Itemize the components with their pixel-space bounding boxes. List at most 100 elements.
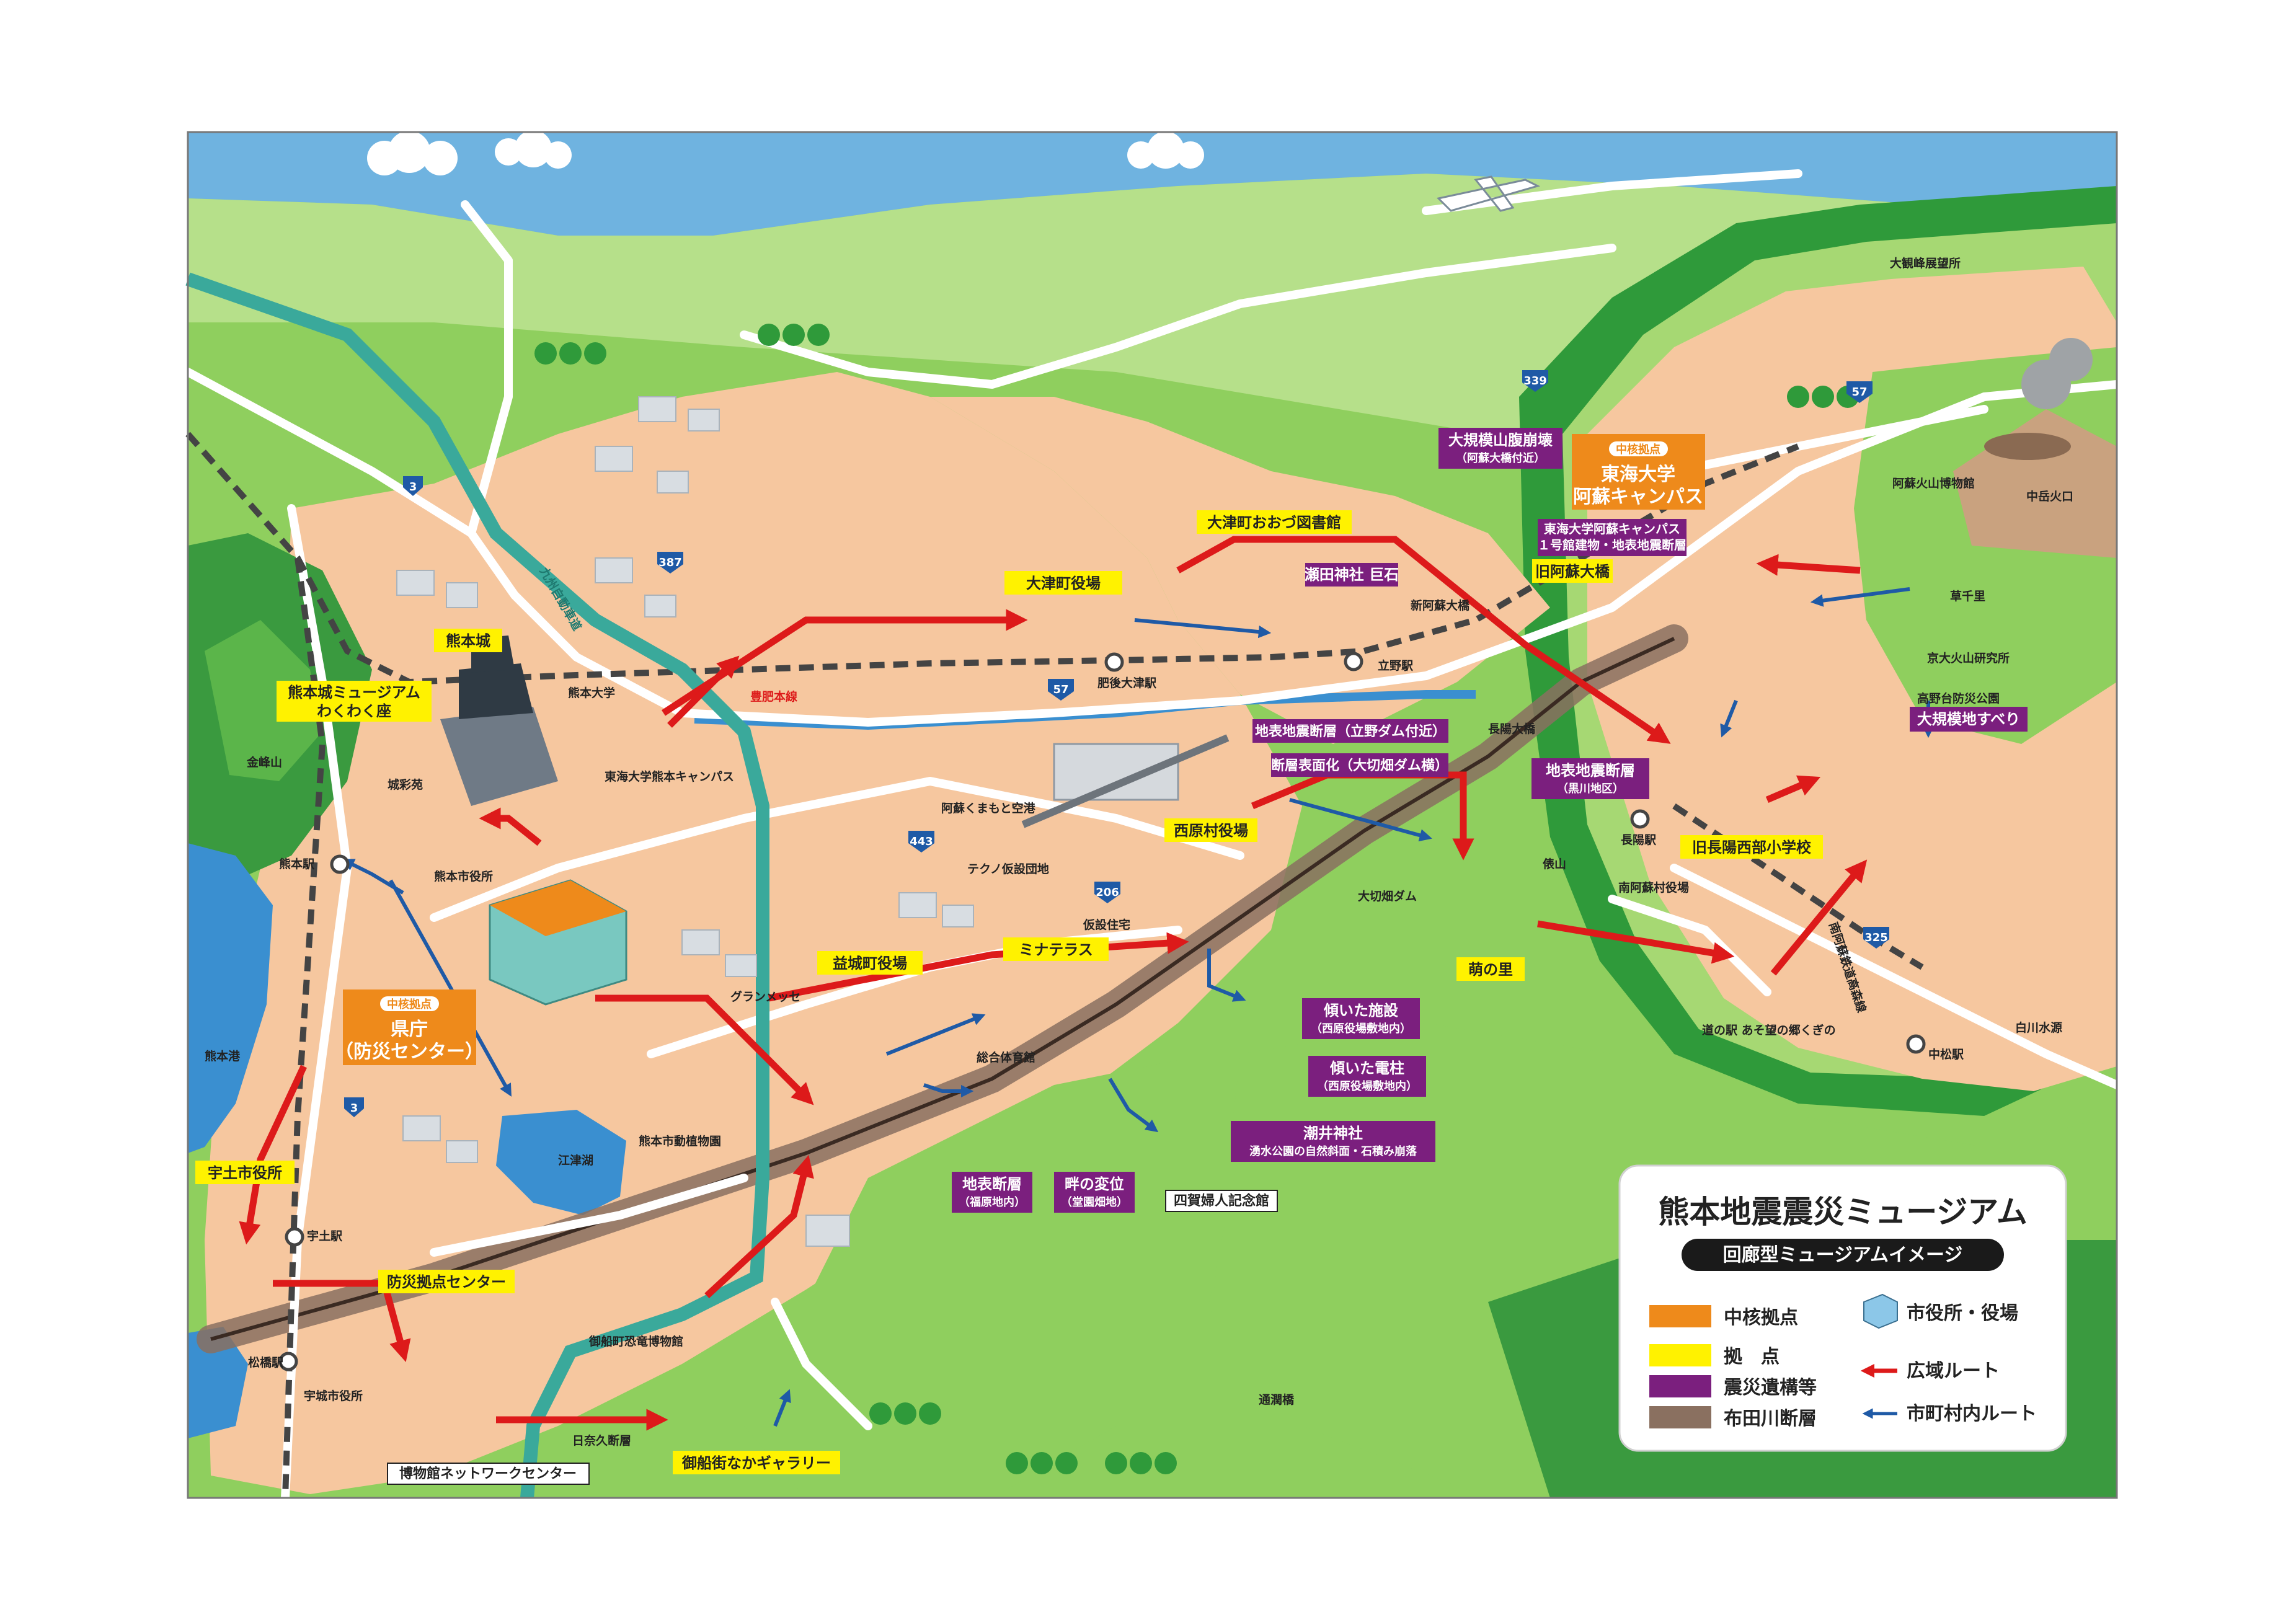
label-prefecture: 中核拠点 県庁（防災センター）	[335, 989, 484, 1065]
city-buildings	[396, 396, 974, 1247]
matsubase-station-label: 松橋駅	[248, 1355, 284, 1370]
seta-shrine-label: 瀬田神社 巨石	[1305, 566, 1399, 583]
station-markers	[278, 652, 1926, 1371]
route-shields	[344, 370, 1889, 1117]
nishihara-office-label: 西原村役場	[1174, 822, 1248, 839]
temp-housing-label: 仮設住宅	[1083, 918, 1130, 932]
aso-airport-label: 阿蘇くまもと空港	[941, 801, 1036, 815]
sky-area	[188, 132, 2117, 236]
tilted-pole-sub-label: （西原役場敷地内）	[1317, 1079, 1417, 1093]
minami-aso-office-label: 南阿蘇村役場	[1618, 880, 1689, 895]
office-icon	[1863, 1293, 1898, 1329]
higo-ozu-station-label: 肥後大津駅	[1097, 676, 1157, 690]
core-tag: 中核拠点	[1616, 443, 1660, 456]
bousai-center-label: 防災拠点センター	[387, 1273, 506, 1291]
uki-office-label: 宇城市役所	[304, 1389, 363, 1403]
legend-relic-label: 震災遺構等	[1724, 1377, 1817, 1399]
ozu-library-label: 大津町おおづ図書館	[1207, 514, 1341, 531]
prefecture-building	[489, 879, 627, 1006]
prefecture-title: 県庁（防災センター）	[335, 1019, 484, 1063]
legend-office-label: 市役所・役場	[1907, 1303, 2018, 1324]
legend-base-label: 拠 点	[1724, 1346, 1780, 1368]
shirakawa-spring-label: 白川水源	[2015, 1020, 2062, 1035]
michi-no-eki-label: 道の駅 あそ望の郷くぎの	[1702, 1023, 1836, 1037]
nakadake-label: 中岳火口	[2026, 489, 2073, 503]
shin-aso-bridge-label: 新阿蘇大橋	[1411, 598, 1470, 613]
fault-fukuhara-sub-label: （福原地内）	[959, 1195, 1026, 1209]
legend-wide-route-label: 広域ルート	[1907, 1360, 2000, 1382]
shioi-shrine-label: 潮井神社	[1303, 1125, 1363, 1142]
daikanbo-label: 大観峰展望所	[1890, 256, 1961, 270]
kumamoto-port-label: 熊本港	[205, 1049, 241, 1063]
minaterasu-label: ミナテラス	[1019, 941, 1093, 958]
legend-panel: 熊本地震震災ミュージアム 回廊型ミュージアムイメージ 中核拠点 拠 点 震災遺構…	[1618, 1164, 2067, 1452]
mifune-gallery-label: 御船街なかギャラリー	[681, 1454, 831, 1472]
tokai-building-label: 東海大学阿蘇キャンパス１号館建物・地表地震断層	[1538, 521, 1687, 552]
airplane-icon	[1436, 175, 1541, 212]
museum-network-label: 博物館ネットワークセンター	[399, 1466, 577, 1482]
tateno-station-label: 立野駅	[1378, 658, 1414, 673]
yotsuga-label: 四賀婦人記念館	[1174, 1193, 1269, 1209]
route-57-label: 57	[1053, 683, 1068, 696]
tsujun-label: 通潤橋	[1259, 1392, 1295, 1407]
ezuko-label: 江津湖	[558, 1153, 593, 1167]
ariake-sea	[188, 843, 273, 1153]
landslide-label: 大規模山腹崩壊	[1448, 432, 1553, 449]
nakadake-volcano	[1953, 338, 2117, 558]
legend-local-route-label: 市町村内ルート	[1907, 1403, 2037, 1425]
shioi-shrine-sub-label: 湧水公園の自然斜面・石積み崩落	[1249, 1144, 1417, 1158]
mashiki-office-label: 益城町役場	[833, 955, 907, 972]
kinpozan-label: 金峰山	[246, 755, 282, 769]
fault-fukuhara-label: 地表断層	[962, 1175, 1022, 1193]
kyushu-expressway	[185, 272, 769, 1499]
azeno-sub-label: （堂園畑地）	[1061, 1195, 1128, 1209]
zoo-label: 熊本市動植物園	[639, 1134, 721, 1148]
choyo-station-label: 長陽駅	[1621, 833, 1657, 847]
kumamoto-univ-label: 熊本大学	[568, 686, 615, 700]
kumamoto-station-label: 熊本駅	[279, 857, 315, 871]
route-206-label: 206	[1096, 886, 1119, 899]
route-339-label: 339	[1523, 374, 1547, 387]
kumamotojo-museum-label: 熊本城ミュージアムわくわく座	[288, 684, 420, 720]
tilted-pole-label: 傾いた電柱	[1329, 1060, 1404, 1077]
aso-museum-label: 阿蘇火山博物館	[1892, 476, 1975, 490]
route-3-label: 3	[350, 1102, 358, 1115]
wide-routes	[239, 536, 1868, 1431]
grandmesse-label: グランメッセ	[730, 989, 800, 1004]
local-routes	[341, 587, 1935, 1427]
uto-station-label: 宇土駅	[307, 1229, 343, 1243]
aso-airport	[1053, 743, 1179, 801]
hohi-line-label: 豊肥本線	[750, 689, 797, 704]
clouds	[367, 130, 1204, 175]
josaien-label: 城彩苑	[388, 777, 423, 792]
okiri-dam-label: 大切畑ダム	[1358, 889, 1417, 903]
moe-no-sato-label: 萌の里	[1468, 961, 1513, 978]
takanodai-label: 高野台防災公園	[1917, 691, 2000, 706]
fault-okiri-label: 断層表面化（大切畑ダム横）	[1271, 758, 1448, 774]
legend-core-label: 中核拠点	[1724, 1307, 1798, 1329]
fault-kurokawa-label: 地表地震断層	[1546, 762, 1635, 779]
landslide-sub-label: （阿蘇大橋付近）	[1456, 451, 1545, 465]
tokai-kumamoto-label: 東海大学熊本キャンパス	[605, 769, 734, 784]
sports-center-label: 総合体育館	[977, 1050, 1035, 1065]
legend-subtitle: 回廊型ミュージアムイメージ	[1723, 1244, 1963, 1266]
fault-kurokawa-sub-label: （黒川地区）	[1557, 782, 1624, 795]
old-aso-bridge-label: 旧阿蘇大橋	[1535, 563, 1610, 580]
legend-fault-label: 布田川断層	[1724, 1408, 1817, 1430]
kyoto-volcano-label: 京大火山研究所	[1927, 651, 2010, 665]
route-325-label: 325	[1864, 931, 1888, 944]
legend-base-swatch	[1649, 1344, 1711, 1366]
tilted-facility-label: 傾いた施設	[1323, 1002, 1399, 1019]
tokai-aso-title: 東海大学阿蘇キャンパス	[1573, 464, 1703, 508]
tilted-facility-sub-label: （西原役場敷地内）	[1311, 1022, 1411, 1035]
kumamoto-city-office-label: 熊本市役所	[434, 869, 493, 883]
kumamotojo-label: 熊本城	[446, 632, 490, 650]
route-387-label: 387	[658, 556, 682, 569]
choyo-bridge-label: 長陽大橋	[1488, 722, 1536, 736]
old-choyo-school-label: 旧長陽西部小学校	[1692, 839, 1812, 856]
azeno-label: 畔の変位	[1065, 1175, 1124, 1193]
route-443-label: 443	[910, 835, 933, 848]
legend-relic-swatch	[1649, 1375, 1711, 1397]
legend-core-swatch	[1649, 1305, 1711, 1327]
hinagu-fault-label: 日奈久断層	[572, 1433, 631, 1448]
